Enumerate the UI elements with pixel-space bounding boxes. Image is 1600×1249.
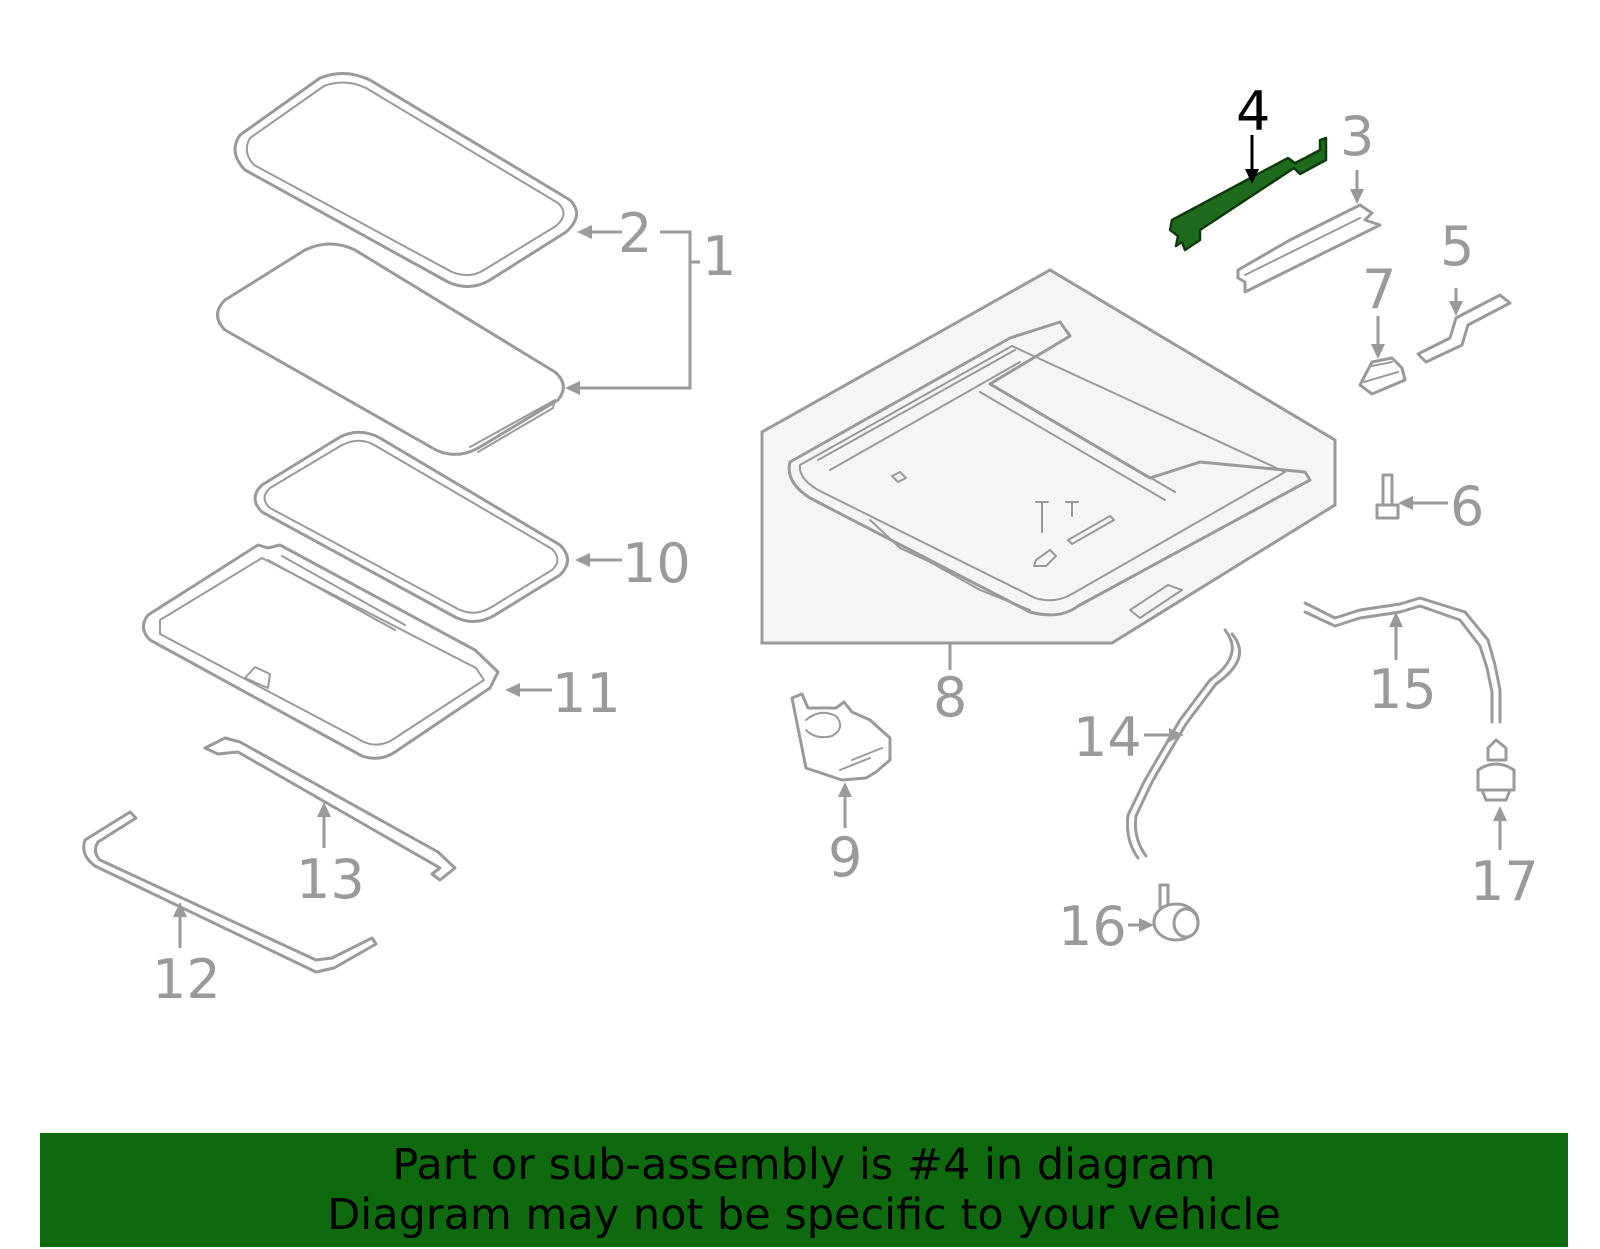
part-14-drain-hose[interactable]: [1126, 628, 1242, 860]
leader-lines: [173, 135, 1507, 948]
callout-9[interactable]: 9: [828, 826, 862, 889]
part-11-sunshade[interactable]: [142, 543, 500, 760]
part-1-glass-assembly[interactable]: [216, 242, 565, 456]
banner-background: [40, 1133, 1568, 1247]
info-banner: Part or sub-assembly is #4 in diagram Di…: [40, 1133, 1568, 1247]
part-10-seal[interactable]: [253, 430, 569, 623]
part-9-motor[interactable]: [790, 692, 892, 782]
part-2-glass-panel[interactable]: [233, 72, 578, 288]
callout-16[interactable]: 16: [1058, 895, 1127, 958]
callout-5[interactable]: 5: [1440, 215, 1474, 278]
callout-6[interactable]: 6: [1450, 475, 1484, 538]
callout-labels: 1 2 3 4 5 6 7 8 9 10 11 12 13 14 15 16 1…: [152, 80, 1539, 1011]
part-5-bracket[interactable]: [1416, 293, 1512, 364]
part-12-trim[interactable]: [82, 810, 378, 974]
banner-line-2: Diagram may not be specific to your vehi…: [327, 1190, 1281, 1240]
banner-line-1: Part or sub-assembly is #4 in diagram: [392, 1140, 1216, 1190]
callout-10[interactable]: 10: [622, 532, 691, 595]
callout-7[interactable]: 7: [1362, 258, 1396, 321]
part-4-reinforcement[interactable]: [1168, 136, 1328, 252]
callout-3[interactable]: 3: [1340, 105, 1374, 168]
callout-17[interactable]: 17: [1470, 850, 1539, 913]
part-15-drain-hose[interactable]: [1303, 596, 1502, 724]
callout-8[interactable]: 8: [933, 666, 967, 729]
part-8-frame-assembly[interactable]: [760, 268, 1337, 645]
callout-2[interactable]: 2: [618, 202, 652, 265]
callout-12[interactable]: 12: [152, 948, 221, 1011]
part-3-rail[interactable]: [1236, 203, 1382, 294]
callout-14[interactable]: 14: [1073, 706, 1142, 769]
part-6-bolt[interactable]: [1375, 473, 1400, 520]
callout-13[interactable]: 13: [296, 848, 365, 911]
part-13-trim[interactable]: [203, 736, 457, 882]
callout-4[interactable]: 4: [1236, 80, 1270, 143]
part-17-grommet[interactable]: [1476, 738, 1516, 802]
part-7-clip[interactable]: [1358, 356, 1407, 396]
callout-11[interactable]: 11: [552, 662, 621, 725]
callout-15[interactable]: 15: [1368, 658, 1437, 721]
callout-1[interactable]: 1: [702, 225, 736, 288]
part-16-grommet[interactable]: [1152, 883, 1200, 942]
